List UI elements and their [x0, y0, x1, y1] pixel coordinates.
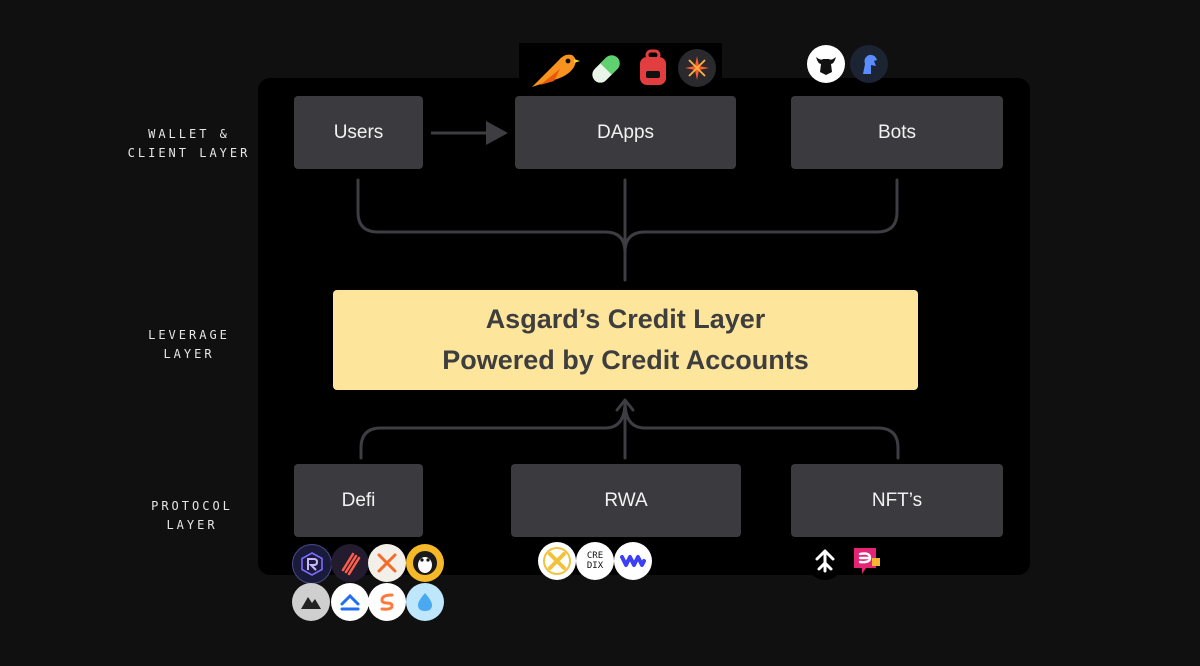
penguin-icon	[406, 544, 444, 582]
drop-icon	[406, 583, 444, 621]
dapps-box-label: DApps	[596, 121, 655, 143]
users-to-dapps-arrowhead	[486, 121, 508, 145]
bird-icon	[530, 47, 580, 91]
magiceden-icon	[846, 542, 884, 580]
credit-layer-subtitle: Powered by Credit Accounts	[442, 345, 809, 375]
cross-icon	[538, 542, 576, 580]
spark-icon	[678, 49, 716, 87]
x-icon	[368, 544, 406, 582]
wallet-client-layer-label: WALLET & CLIENT LAYER	[127, 127, 251, 160]
swirl-icon	[368, 583, 406, 621]
defi-box-label: Defi	[341, 489, 376, 511]
rwa-box-label: RWA	[604, 489, 648, 511]
bottom-brace-arrowhead	[615, 398, 635, 412]
nfts-box[interactable]: NFT’s	[791, 464, 1003, 537]
horse-icon	[850, 45, 888, 83]
pill-icon	[586, 49, 626, 89]
defi-box[interactable]: Defi	[294, 464, 423, 537]
mountain-icon	[292, 583, 330, 621]
wave-icon	[614, 542, 652, 580]
chevron-up-icon	[331, 583, 369, 621]
credix-icon: CRE DIX	[576, 542, 614, 580]
top-brace	[356, 178, 899, 282]
stripes-icon	[331, 544, 369, 582]
backpack-icon	[636, 49, 670, 87]
bots-box[interactable]: Bots	[791, 96, 1003, 169]
bots-box-label: Bots	[877, 121, 917, 143]
nfts-box-label: NFT’s	[871, 489, 923, 511]
dapps-box[interactable]: DApps	[515, 96, 736, 169]
bottom-brace	[359, 400, 900, 460]
tensor-icon	[806, 542, 844, 580]
rwa-box[interactable]: RWA	[511, 464, 741, 537]
raydium-icon	[292, 544, 332, 584]
users-box[interactable]: Users	[294, 96, 423, 169]
credit-layer-box[interactable]: Asgard’s Credit Layer Powered by Credit …	[333, 290, 918, 390]
protocol-layer-label: PROTOCOL LAYER	[151, 499, 233, 532]
bull-icon	[807, 45, 845, 83]
leverage-layer-label: LEVERAGE LAYER	[148, 328, 230, 361]
credit-layer-title: Asgard’s Credit Layer	[485, 304, 766, 334]
users-box-label: Users	[333, 121, 384, 143]
